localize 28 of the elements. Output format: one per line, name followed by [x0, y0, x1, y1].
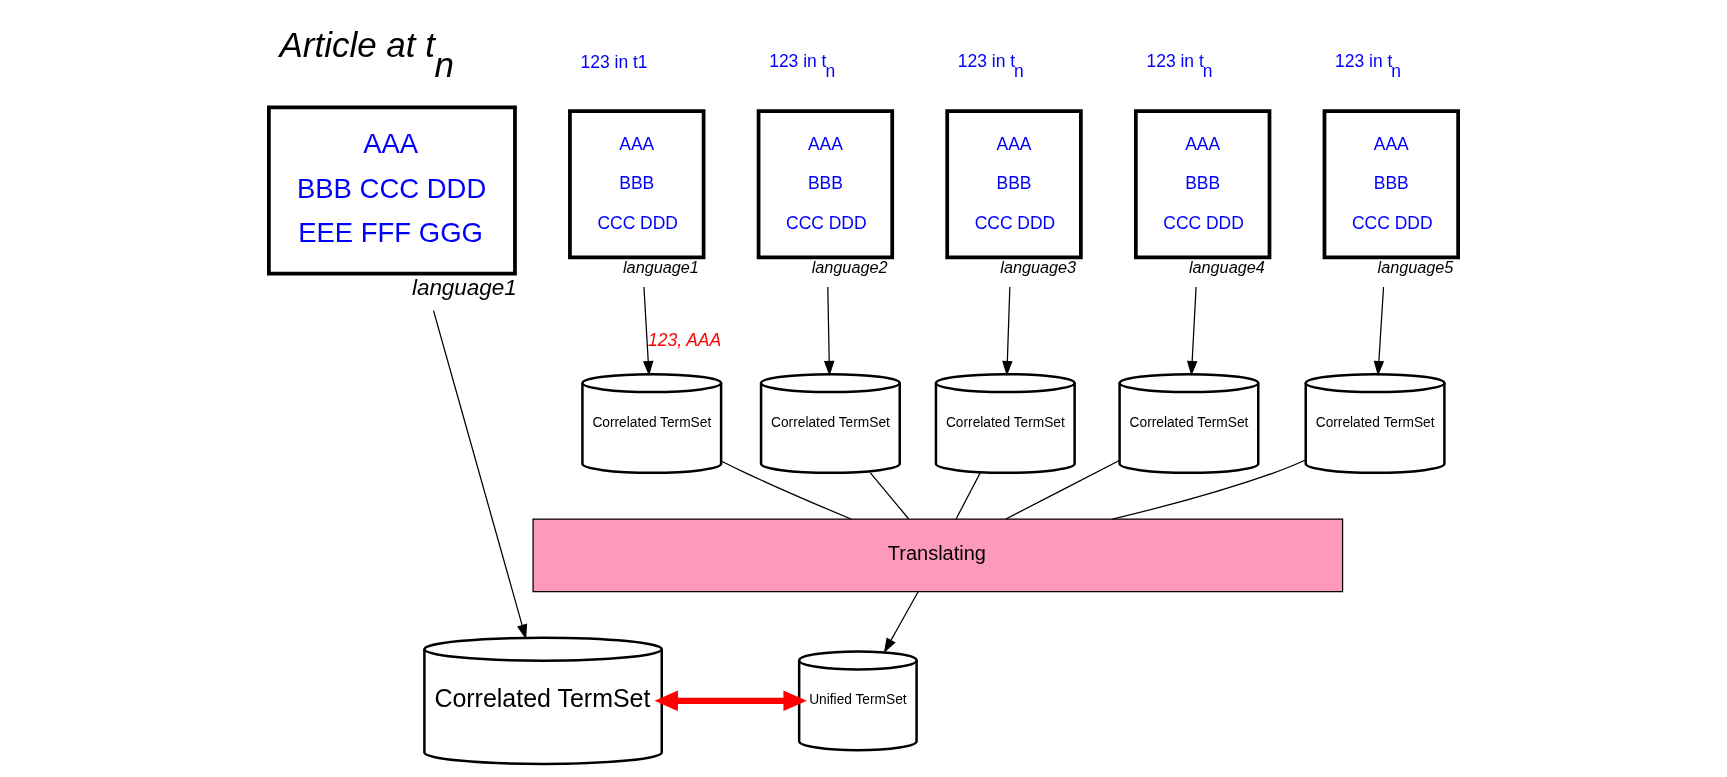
- arrow: [1186, 286, 1198, 376]
- node-label: language4: [1188, 258, 1265, 277]
- connector: [955, 472, 981, 520]
- node-box: Translating: [532, 518, 1344, 593]
- node-label: language5: [1377, 258, 1454, 277]
- arrow: [642, 286, 654, 376]
- arrow: [823, 286, 835, 376]
- arrow: [883, 590, 919, 654]
- edge-label: 123, AAA: [648, 329, 722, 350]
- connector: [1111, 459, 1307, 520]
- arrow: [654, 690, 807, 712]
- node-box: AAA BBB CCC DDD: [945, 109, 1083, 260]
- node-label: language1: [411, 274, 517, 300]
- connector: [720, 460, 852, 520]
- node-box: AAA BBB CCC DDD: [568, 109, 706, 260]
- arrow: [1373, 286, 1385, 376]
- connector: [1005, 459, 1120, 520]
- node-label: language3: [1000, 258, 1077, 277]
- arrow: [432, 310, 528, 640]
- node-box: AAA BBB CCC DDD EEE FFF GGG: [267, 105, 517, 276]
- node-label: 123 in t1: [580, 52, 648, 73]
- node-label: language2: [811, 258, 888, 277]
- node-label: language1: [623, 258, 699, 277]
- node-box: AAA BBB CCC DDD: [1133, 109, 1272, 260]
- node-box: AAA BBB CCC DDD: [756, 109, 895, 260]
- node-box: AAA BBB CCC DDD: [1322, 109, 1460, 260]
- arrow: [1002, 286, 1013, 376]
- connector: [869, 472, 910, 520]
